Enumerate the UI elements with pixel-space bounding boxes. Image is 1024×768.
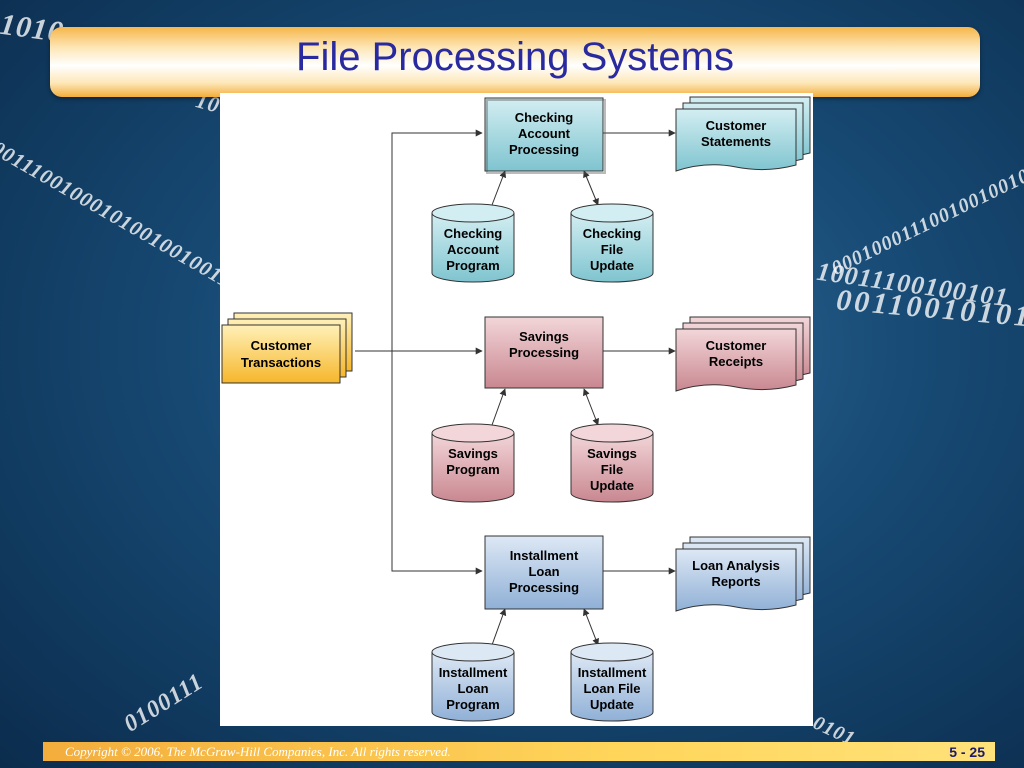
installment-program-line-2: Loan <box>457 681 488 696</box>
file-processing-diagram: Customer Transactions Checking Account P… <box>220 93 813 726</box>
reports-line-2: Reports <box>711 574 760 589</box>
savings-program-line-2: Program <box>446 462 499 477</box>
page-number: 5 - 25 <box>949 744 985 760</box>
diagram-canvas: Customer Transactions Checking Account P… <box>221 96 811 722</box>
checking-process-line-3: Processing <box>509 142 579 157</box>
binary-stream-left-diagonal: 1001110010001010010010011 <box>0 130 236 293</box>
savings-process-line-1: Savings <box>519 329 569 344</box>
checking-program-line-2: Account <box>447 242 500 257</box>
installment-file-line-3: Update <box>590 697 634 712</box>
installment-loan-file-update-cylinder: Installment Loan File Update <box>570 642 654 722</box>
transactions-line-1: Customer <box>251 338 312 353</box>
installment-file-line-1: Installment <box>578 665 647 680</box>
footer-bar: Copyright © 2006, The McGraw-Hill Compan… <box>43 742 995 761</box>
checking-account-processing-box: Checking Account Processing <box>484 97 606 174</box>
installment-process-line-1: Installment <box>510 548 579 563</box>
reports-line-1: Loan Analysis <box>692 558 780 573</box>
title-bar: File Processing Systems <box>50 27 980 97</box>
checking-account-program-cylinder: Checking Account Program <box>431 203 515 283</box>
customer-statements-document: Customer Statements <box>675 96 811 172</box>
customer-receipts-document: Customer Receipts <box>675 316 811 392</box>
savings-file-update-cylinder: Savings File Update <box>570 423 654 503</box>
binary-stream-bottom-left: 0100111 <box>119 668 209 738</box>
checking-file-line-3: Update <box>590 258 634 273</box>
savings-processing-box: Savings Processing <box>484 316 604 389</box>
slide-title: File Processing Systems <box>296 35 734 79</box>
installment-process-line-2: Loan <box>528 564 559 579</box>
installment-program-line-3: Program <box>446 697 499 712</box>
checking-program-line-3: Program <box>446 258 499 273</box>
checking-program-line-1: Checking <box>444 226 503 241</box>
checking-file-line-1: Checking <box>583 226 642 241</box>
installment-process-line-3: Processing <box>509 580 579 595</box>
checking-process-line-2: Account <box>518 126 571 141</box>
savings-file-line-2: File <box>601 462 623 477</box>
checking-file-update-cylinder: Checking File Update <box>570 203 654 283</box>
installment-program-line-1: Installment <box>439 665 508 680</box>
transactions-line-2: Transactions <box>241 355 321 370</box>
loan-analysis-reports-document: Loan Analysis Reports <box>675 536 811 612</box>
savings-process-line-2: Processing <box>509 345 579 360</box>
savings-program-line-1: Savings <box>448 446 498 461</box>
savings-file-line-1: Savings <box>587 446 637 461</box>
installment-file-line-2: Loan File <box>583 681 640 696</box>
savings-program-cylinder: Savings Program <box>431 423 515 503</box>
copyright-notice: Copyright © 2006, The McGraw-Hill Compan… <box>65 744 451 759</box>
installment-loan-processing-box: Installment Loan Processing <box>484 535 604 610</box>
statements-line-1: Customer <box>706 118 767 133</box>
checking-file-line-2: File <box>601 242 623 257</box>
statements-line-2: Statements <box>701 134 771 149</box>
receipts-line-1: Customer <box>706 338 767 353</box>
customer-transactions-file: Customer Transactions <box>221 312 353 384</box>
installment-loan-program-cylinder: Installment Loan Program <box>431 642 515 722</box>
savings-file-line-3: Update <box>590 478 634 493</box>
receipts-line-2: Receipts <box>709 354 763 369</box>
connector-lines <box>355 129 676 646</box>
checking-process-line-1: Checking <box>515 110 574 125</box>
